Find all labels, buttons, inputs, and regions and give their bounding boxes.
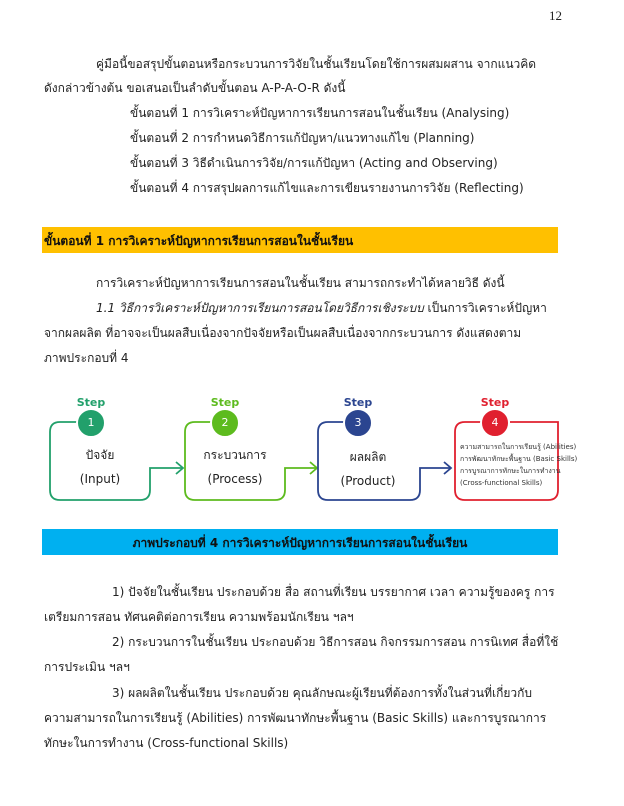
step-label: Step [76, 396, 106, 409]
list-item: ทักษะในการทำงาน (Cross-functional Skills… [44, 736, 289, 750]
step-number: 1 [87, 416, 95, 429]
step-label: Step [343, 396, 373, 409]
list-item: เตรียมการสอน ทัศนคติต่อการเรียน ความพร้อ… [44, 610, 354, 624]
outcome-line: ความสามารถในการเรียนรู้ (Abilities) [460, 443, 577, 451]
outcome-line: (Cross-functional Skills) [460, 479, 543, 487]
arrow-head [175, 461, 185, 475]
box-product [317, 421, 450, 501]
step-subtitle: (Product) [340, 474, 396, 488]
step-list-item: ขั้นตอนที่ 2 การกำหนดวิธีการแก้ปัญหา/แนว… [130, 131, 475, 145]
box-outcomes [454, 421, 559, 501]
page-number: 12 [549, 8, 562, 23]
step-number: 4 [491, 416, 499, 429]
step-4-circle [480, 408, 510, 438]
step-3-circle [343, 408, 373, 438]
step-subtitle: (Process) [207, 472, 263, 486]
list-item: ความสามารถในการเรียนรู้ (Abilities) การพ… [44, 711, 547, 725]
step-list-item: ขั้นตอนที่ 1 การวิเคราะห์ปัญหาการเรียนกา… [130, 106, 510, 120]
list-item: 2) กระบวนการในชั้นเรียน ประกอบด้วย วิธีก… [112, 635, 559, 649]
step-label: Step [480, 396, 510, 409]
italic-subheading: 1.1 วิธีการวิเคราะห์ปัญหาการเรียนการสอนโ… [96, 301, 424, 315]
figure-caption: ภาพประกอบที่ 4 การวิเคราะห์ปัญหาการเรียน… [132, 536, 468, 550]
list-item: การประเมิน ฯลฯ [44, 660, 130, 674]
step-title: กระบวนการ [203, 448, 267, 462]
step-list-item: ขั้นตอนที่ 4 การสรุปผลการแก้ไขและการเขีย… [130, 181, 524, 195]
step-number: 2 [221, 416, 229, 429]
paragraph: การวิเคราะห์ปัญหาการเรียนการสอนในชั้นเรี… [96, 276, 505, 290]
step-title: ผลผลิต [349, 450, 387, 464]
paragraph: 1.1 วิธีการวิเคราะห์ปัญหาการเรียนการสอนโ… [96, 300, 547, 316]
step-label: Step [210, 396, 240, 409]
step-1-circle [76, 408, 106, 438]
step-list-item: ขั้นตอนที่ 3 วิธีดำเนินการวิจัย/การแก้ปั… [130, 156, 498, 170]
outcome-line: การบูรณาการทักษะในการทำงาน [460, 467, 561, 475]
box-input [49, 421, 182, 501]
intro-line: คู่มือนี้ขอสรุปขั้นตอนหรือกระบวนการวิจัย… [96, 57, 537, 71]
outcome-line: การพัฒนาทักษะพื้นฐาน (Basic Skills) [460, 455, 578, 463]
arrow-head [309, 461, 319, 475]
step-subtitle: (Input) [79, 472, 121, 486]
step-number: 3 [354, 416, 362, 429]
step-title: ปัจจัย [85, 448, 115, 462]
section-heading-bar: ขั้นตอนที่ 1 การวิเคราะห์ปัญหาการเรียนกา… [42, 227, 558, 253]
list-item: 1) ปัจจัยในชั้นเรียน ประกอบด้วย สื่อ สถา… [112, 585, 555, 599]
box-process [184, 421, 316, 501]
list-item: 3) ผลผลิตในชั้นเรียน ประกอบด้วย คุณลักษณ… [112, 686, 532, 700]
step-2-circle [210, 408, 240, 438]
figure-caption-bar: ภาพประกอบที่ 4 การวิเคราะห์ปัญหาการเรียน… [42, 529, 558, 555]
arrow-head [443, 461, 453, 475]
paragraph: ภาพประกอบที่ 4 [44, 351, 129, 365]
intro-line: ดังกล่าวข้างต้น ขอเสนอเป็นลำดับขั้นตอน A… [44, 81, 346, 95]
paragraph: จากผลผลิต ที่อาจจะเป็นผลสืบเนื่องจากปัจจ… [44, 326, 522, 340]
paragraph-text: เป็นการวิเคราะห์ปัญหา [423, 301, 547, 315]
section-heading: ขั้นตอนที่ 1 การวิเคราะห์ปัญหาการเรียนกา… [44, 234, 354, 248]
